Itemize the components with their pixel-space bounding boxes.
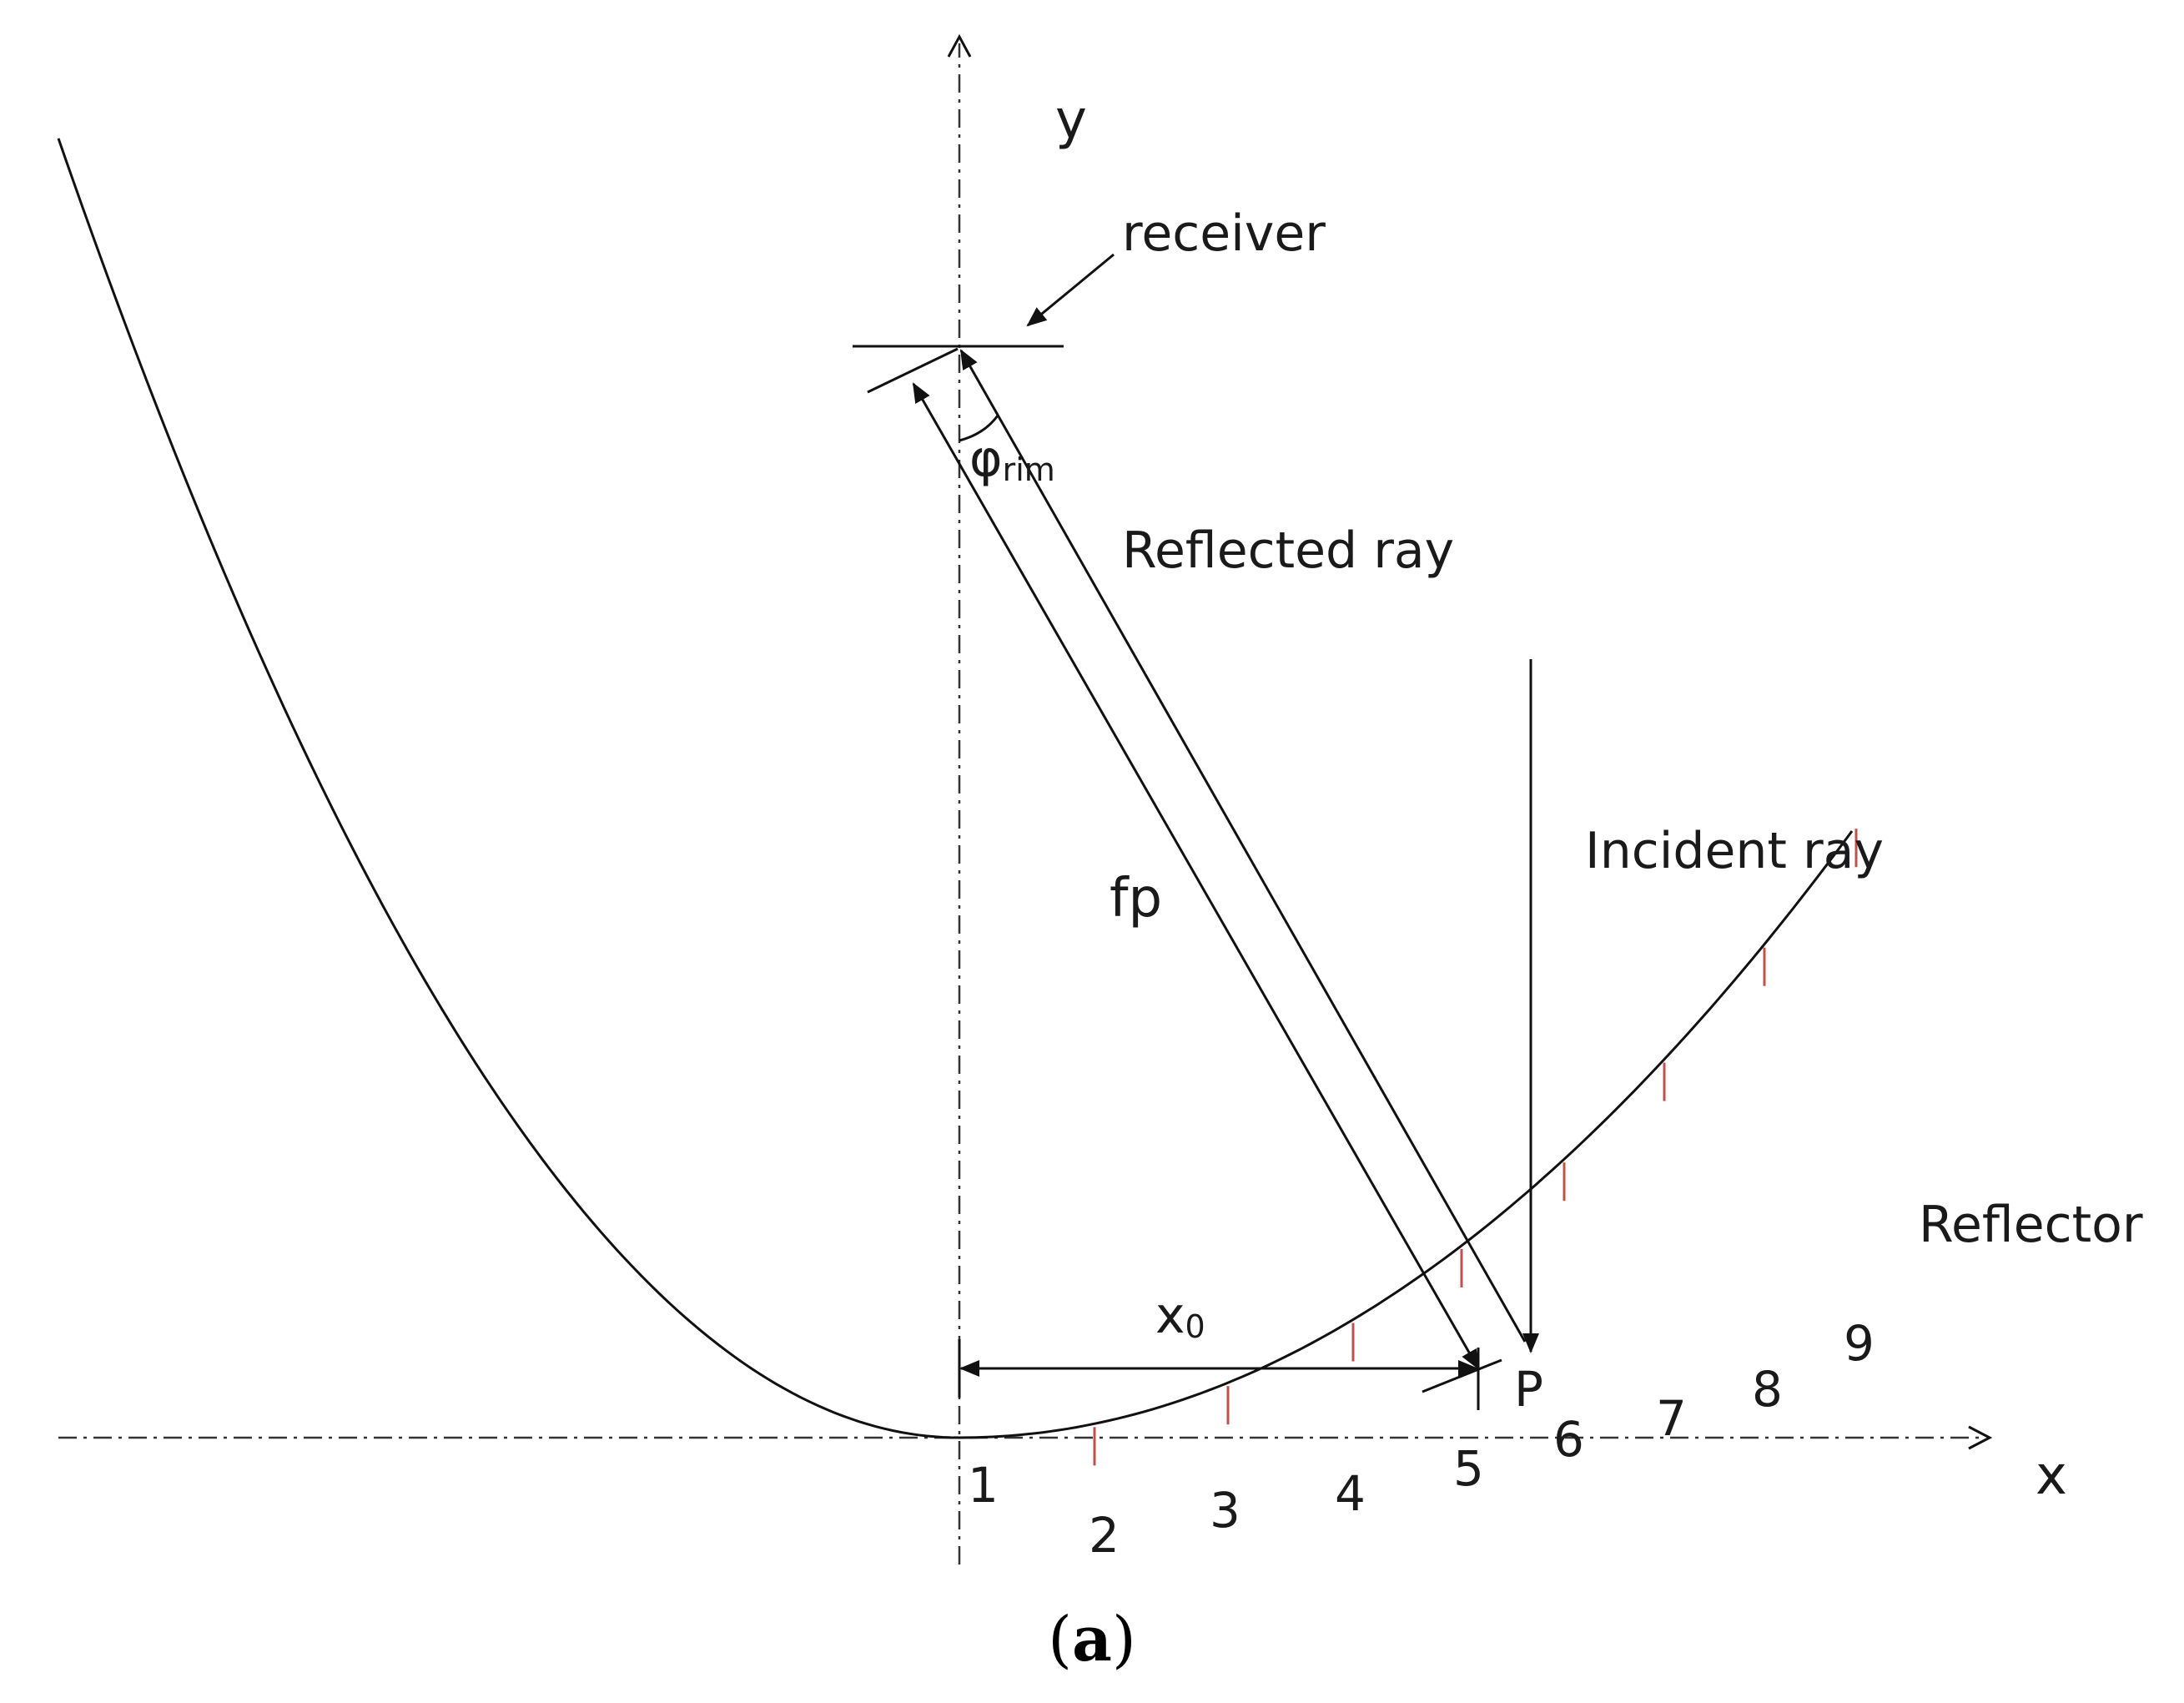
rim-angle-label: φrim (969, 430, 1055, 488)
x0-label: x0 (1155, 1287, 1205, 1345)
focal-distance-label: fp (1110, 868, 1162, 930)
x0-subscript: 0 (1185, 1308, 1205, 1345)
rim-angle-subscript: rim (1003, 451, 1055, 488)
segment-labels: 1 2 3 4 5 6 7 8 9 (968, 1315, 1875, 1564)
point-P-label: P (1514, 1361, 1543, 1418)
reflected-ray-label: Reflected ray (1122, 521, 1454, 580)
receiver-pointer-arrow (1026, 253, 1115, 327)
caption-close: ) (1112, 1604, 1136, 1675)
caption-open: ( (1048, 1604, 1072, 1675)
segment-label: 1 (968, 1457, 999, 1514)
segment-label: 2 (1089, 1507, 1120, 1564)
rim-angle-arc (959, 415, 999, 442)
reflector-curve (57, 138, 1854, 1439)
segment-label: 3 (1210, 1482, 1240, 1539)
segment-label: 4 (1335, 1465, 1366, 1522)
y-axis-arrowhead (947, 33, 972, 58)
reflected-ray-right (959, 349, 1527, 1343)
segment-label: 7 (1656, 1390, 1687, 1447)
segment-label: 9 (1844, 1315, 1875, 1372)
receiver-label: receiver (1122, 204, 1326, 263)
focal-distance-line (912, 382, 1480, 1370)
segment-label: 5 (1453, 1440, 1484, 1497)
x0-symbol: x (1155, 1287, 1185, 1345)
tangent-at-P (1422, 1358, 1502, 1393)
x-axis-label: x (2036, 1445, 2067, 1507)
segment-label: 8 (1752, 1361, 1783, 1418)
x-axis-arrowhead (1968, 1425, 1993, 1450)
reflector-label: Reflector (1919, 1196, 2143, 1254)
caption-letter: a (1072, 1604, 1112, 1675)
rim-angle-symbol: φ (969, 430, 1003, 488)
incident-ray-label: Incident ray (1585, 822, 1884, 880)
figure-caption: (a) (1048, 1604, 1136, 1675)
y-axis-label: y (1055, 89, 1087, 151)
segment-label: 6 (1553, 1411, 1584, 1468)
receiver-tilted-edge (867, 347, 959, 394)
